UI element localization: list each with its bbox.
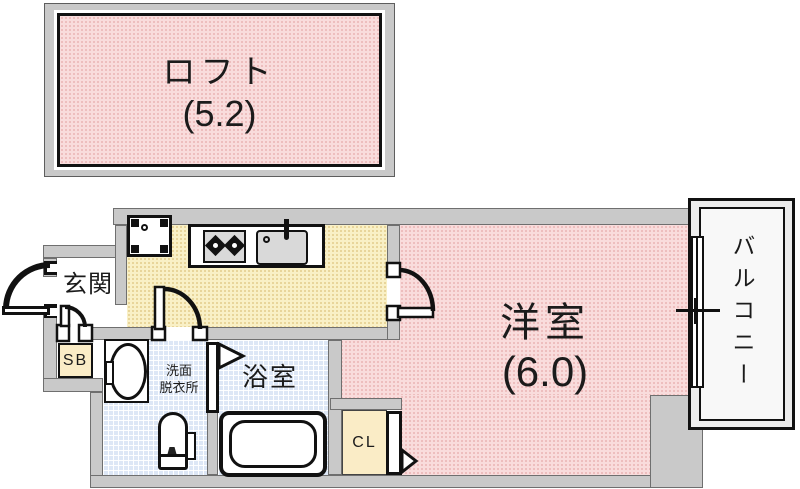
shoe-box-label: SB (62, 351, 89, 369)
loft-label: ロフト (162, 53, 277, 90)
entrance-inner-door (55, 304, 94, 343)
balcony-label: バルコニー (729, 234, 755, 394)
toilet (158, 412, 188, 470)
western-room-label: 洋室 (6.0) (500, 301, 590, 395)
closet-box: CL (342, 410, 387, 475)
stove (203, 230, 246, 263)
western-room-floor-west (340, 340, 400, 398)
sink-drain (263, 236, 270, 243)
bathroom-label: 浴室 (241, 361, 298, 392)
kitchen-sink (256, 230, 308, 265)
box-corner (131, 219, 139, 227)
closet-label: CL (352, 433, 377, 451)
window-handle-vline (694, 298, 697, 324)
toilet-lid (167, 447, 177, 454)
balcony-window-divider (696, 238, 698, 386)
bathtub (219, 411, 327, 477)
toilet-tank (186, 432, 196, 460)
box-corner (160, 219, 168, 227)
bathtub-inner (229, 420, 317, 468)
wall-bath-washroom-divider (207, 412, 218, 475)
entrance-door (2, 261, 57, 318)
balcony-inner: バルコニー (699, 207, 785, 421)
wall-closet-top (330, 398, 402, 410)
burner-ring (228, 239, 241, 252)
toilet-base-line (160, 454, 186, 457)
entrance-label: 玄関 (63, 270, 113, 298)
loft-room: ロフト (5.2) (57, 13, 382, 167)
washing-machine-door (105, 361, 114, 385)
burner-ring (209, 239, 222, 252)
bathroom-door-leaf (206, 342, 219, 413)
window-handle-hline (676, 309, 720, 312)
box-corner (160, 245, 168, 253)
wall-below-shoebox (43, 378, 103, 392)
closet-door-leaf (386, 411, 402, 475)
wall-bottom (90, 475, 657, 488)
closet-door-swing-icon (400, 446, 419, 476)
water-heater-box (127, 215, 172, 257)
washroom-label: 洗面 脱衣所 (159, 363, 199, 395)
loft-size-label: (5.2) (182, 93, 257, 134)
box-corner (131, 245, 139, 253)
western-room-floor (400, 225, 688, 395)
bathroom-door-swing-icon (217, 341, 247, 371)
western-room-floor-lower (400, 395, 650, 475)
shoe-box: SB (58, 343, 93, 378)
washing-machine-oval (109, 343, 147, 400)
wall-washroom-left (90, 392, 103, 476)
wall-entrance-right (115, 225, 127, 305)
wall-top (113, 208, 703, 225)
faucet-icon (284, 219, 289, 240)
western-room-door (385, 261, 436, 322)
washroom-door (150, 285, 209, 342)
box-knob (141, 224, 148, 231)
wall-washroom-top-right (207, 327, 400, 340)
